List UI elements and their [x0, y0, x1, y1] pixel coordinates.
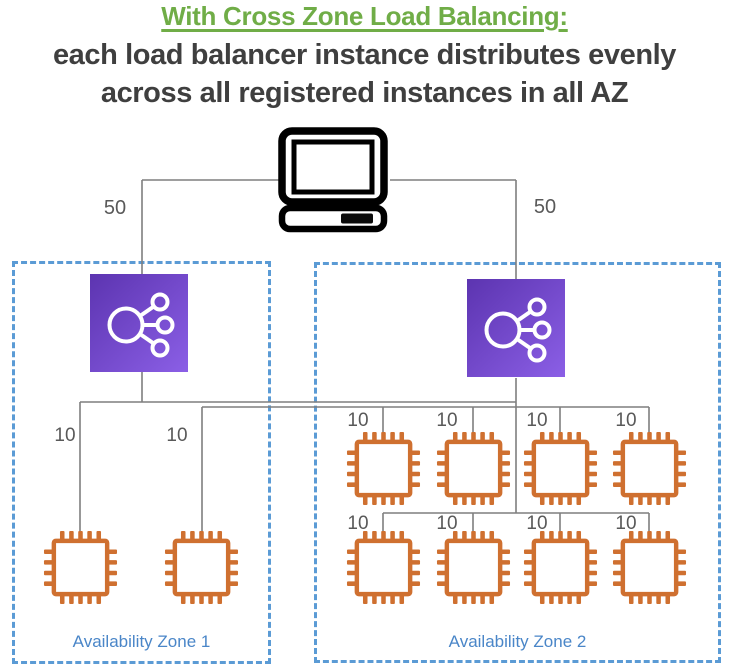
ec2-instance-chip-icon-az1-2 — [164, 530, 239, 610]
availability-zone-2-box — [314, 262, 721, 663]
computer-icon — [277, 126, 389, 239]
availability-zone-2-label: Availability Zone 2 — [448, 632, 587, 651]
ec2-instance-chip-icon-az2-r2-1 — [346, 530, 421, 610]
traffic-label-az2-row2-instance-2: 10 — [436, 513, 458, 534]
traffic-label-left-50: 50 — [103, 197, 127, 219]
ec2-instance-chip-icon-az2-r1-1 — [346, 431, 421, 511]
traffic-label-az1-instance-2: 10 — [166, 425, 188, 446]
load-balancer-icon-az1 — [90, 274, 188, 377]
traffic-label-az2-row2-instance-3: 10 — [526, 513, 548, 534]
diagram-title: With Cross Zone Load Balancing: — [161, 1, 568, 31]
ec2-instance-chip-icon-az2-r2-4 — [612, 530, 687, 610]
ec2-instance-chip-icon-az2-r1-4 — [612, 431, 687, 511]
traffic-label-az2-row1-instance-2: 10 — [436, 410, 458, 431]
diagram-subtitle-line2: across all registered instances in all A… — [100, 77, 629, 109]
ec2-instance-chip-icon-az2-r2-2 — [436, 530, 511, 610]
ec2-instance-chip-icon-az2-r1-3 — [523, 431, 598, 511]
ec2-instance-chip-icon-az1-1 — [43, 530, 118, 610]
ec2-instance-chip-icon-az2-r1-2 — [436, 431, 511, 511]
traffic-label-az2-row2-instance-4: 10 — [615, 513, 637, 534]
traffic-label-right-50: 50 — [533, 196, 557, 218]
diagram-subtitle-line1: each load balancer instance distributes … — [52, 39, 677, 71]
traffic-label-az2-row1-instance-4: 10 — [615, 410, 637, 431]
availability-zone-1-label: Availability Zone 1 — [72, 632, 211, 651]
traffic-label-az2-row2-instance-1: 10 — [347, 513, 369, 534]
ec2-instance-chip-icon-az2-r2-3 — [523, 530, 598, 610]
traffic-label-az2-row1-instance-1: 10 — [347, 410, 369, 431]
traffic-label-az2-row1-instance-3: 10 — [526, 410, 548, 431]
traffic-label-az1-instance-1: 10 — [54, 425, 76, 446]
load-balancer-icon-az2 — [467, 279, 565, 382]
